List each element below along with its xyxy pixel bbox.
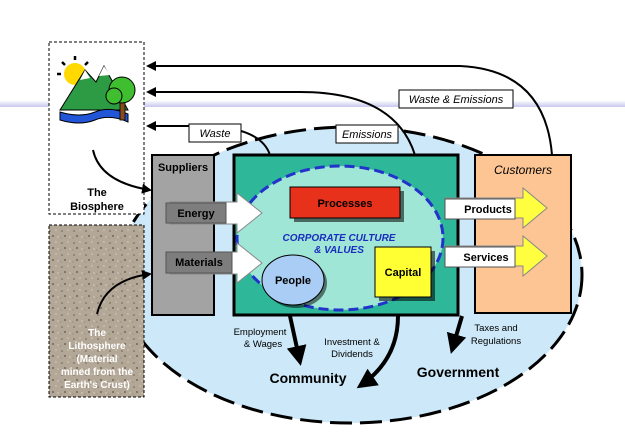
lithosphere-to-suppliers-arrow: [96, 270, 152, 315]
lithosphere-label-line2: Lithosphere: [68, 341, 126, 352]
taxes-arrow: [446, 315, 467, 354]
employment-arrow: [286, 315, 307, 366]
waste-emissions-label: Waste & Emissions: [409, 94, 504, 106]
lithosphere-box: The Lithosphere (Material mined from the…: [48, 224, 145, 398]
emissions-label-box: Emissions: [335, 124, 399, 144]
customers-label: Customers: [494, 163, 552, 177]
biosphere-box: The Biosphere: [48, 41, 145, 215]
employment-label-line2: & Wages: [244, 339, 282, 350]
investment-label-line1: Investment &: [324, 337, 380, 348]
waste-label-box: Waste: [188, 123, 242, 143]
landscape-icon: [57, 56, 136, 124]
culture-label-line1: CORPORATE CULTURE: [283, 233, 396, 244]
taxes-label-line2: Regulations: [471, 336, 521, 347]
waste-emissions-label-box: Waste & Emissions: [398, 89, 514, 109]
lithosphere-label-line3: (Material: [76, 354, 117, 365]
biosphere-to-suppliers-arrow: [92, 149, 152, 194]
government-label: Government: [417, 364, 500, 380]
employment-label-line1: Employment: [234, 327, 287, 338]
emissions-label: Emissions: [342, 129, 393, 141]
lithosphere-label-line5: Earth's Crust): [64, 380, 130, 391]
investment-label-line2: Dividends: [331, 349, 373, 360]
culture-label-line2: & VALUES: [314, 245, 364, 256]
products-label: Products: [464, 204, 512, 216]
services-arrow: Services: [444, 234, 548, 278]
lithosphere-label-line4: mined from the: [61, 367, 134, 378]
emissions-return-arrow: [146, 87, 416, 156]
services-label: Services: [463, 252, 508, 264]
biosphere-label-line1: The: [87, 187, 107, 199]
processes-box: Processes: [289, 186, 404, 222]
waste-label: Waste: [200, 128, 231, 140]
lithosphere-label-line1: The: [88, 328, 106, 339]
customers-column: Customers: [474, 154, 572, 314]
suppliers-label: Suppliers: [158, 162, 208, 174]
people-circle: People: [261, 254, 327, 308]
people-label: People: [275, 275, 311, 287]
capital-box: Capital: [374, 246, 435, 301]
processes-label: Processes: [317, 198, 372, 210]
materials-label: Materials: [175, 257, 223, 269]
investment-arrow: [356, 315, 400, 389]
taxes-label-line1: Taxes and: [474, 323, 517, 334]
biosphere-label-line2: Biosphere: [70, 201, 124, 213]
waste-emissions-return-arrow: [146, 61, 553, 156]
energy-label: Energy: [177, 208, 215, 220]
suppliers-column: Suppliers: [151, 154, 215, 316]
materials-arrow: Materials: [165, 241, 263, 285]
community-label: Community: [270, 370, 347, 386]
energy-arrow: Energy: [165, 191, 263, 235]
capital-label: Capital: [385, 267, 422, 279]
products-arrow: Products: [444, 186, 548, 230]
